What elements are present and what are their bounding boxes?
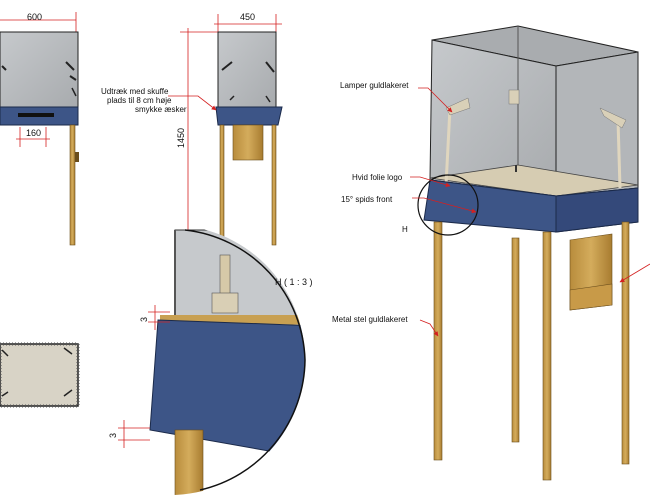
lamp-icon [221, 61, 275, 103]
detail-view: 3 3 H ( 1 : 3 ) [108, 229, 313, 495]
perspective-view: H Lamper guldlakeret Hvid folie logo 15°… [332, 25, 650, 481]
lamp-icon [1, 347, 73, 397]
logo-label: Hvid folie logo [352, 173, 403, 182]
drawer-note-line1: Udtræk med skuffe [101, 87, 169, 96]
dimension-side-width: 450 [240, 12, 255, 22]
front-view: 600 160 [0, 12, 79, 246]
dimension-height: 1450 [176, 128, 186, 148]
drawer-note-line2: plads til 8 cm høje [107, 96, 172, 105]
dimension-drawer-width: 160 [26, 128, 41, 138]
dimension-detail-bottom: 3 [108, 433, 118, 438]
dimension-detail-top: 3 [139, 317, 149, 322]
front-angle-label: 15° spids front [341, 195, 393, 204]
drawer-note-line3: smykke æsker [135, 105, 187, 114]
lamp-icon [1, 61, 77, 97]
dimension-front-width: 600 [27, 12, 42, 22]
lamps-label: Lamper guldlakeret [340, 81, 409, 90]
side-view: 450 1450 Udtræk med skuffe plads til 8 c… [101, 12, 283, 249]
top-view [0, 342, 80, 408]
detail-marker: H [402, 225, 408, 234]
detail-title: H ( 1 : 3 ) [275, 277, 313, 287]
frame-label: Metal stel guldlakeret [332, 315, 408, 324]
